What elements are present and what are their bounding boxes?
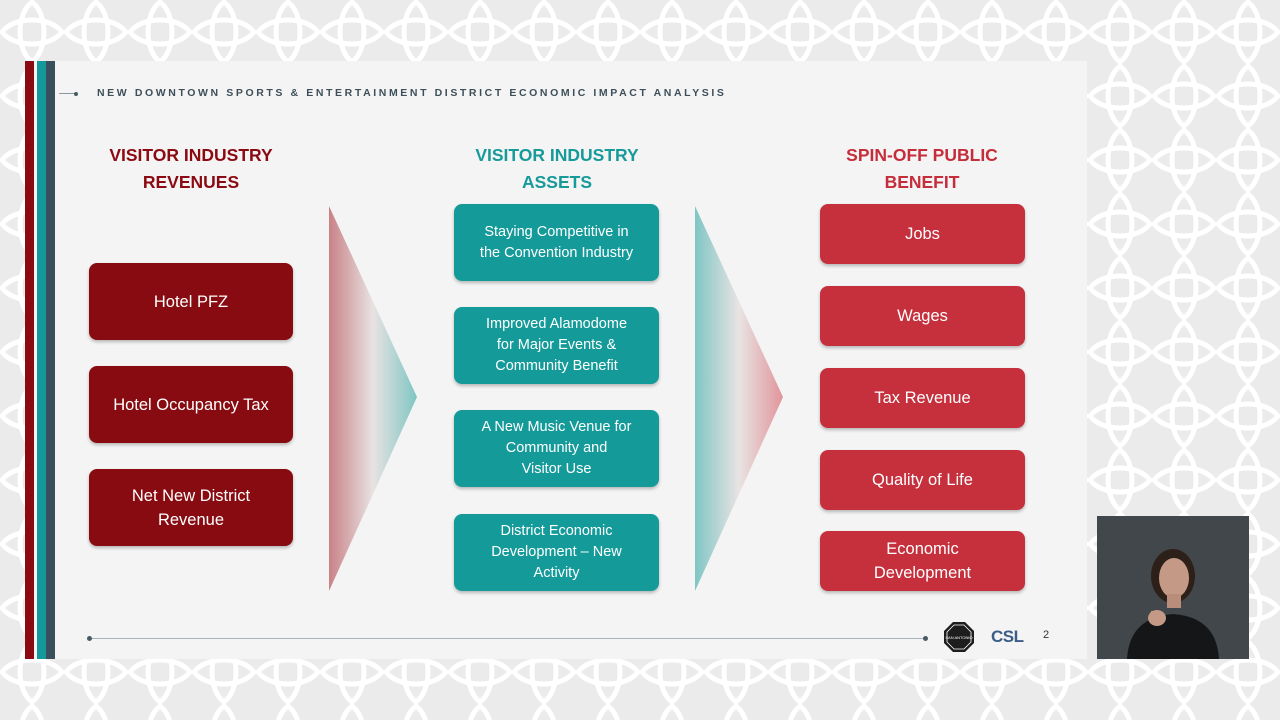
page-number: 2 (1043, 629, 1050, 641)
assets-title: VISITOR INDUSTRY ASSETS (437, 142, 677, 196)
revenue-box-text: Net New District (131, 486, 251, 505)
benefit-box-text: Wages (897, 307, 948, 325)
asset-box-district-development: District Economic Development – New Acti… (454, 514, 659, 591)
asset-box-music-venue: A New Music Venue for Community and Visi… (454, 410, 659, 487)
asset-box-text: Improved Alamodome (485, 316, 628, 332)
revenue-box-hotel-pfz: Hotel PFZ (89, 263, 293, 340)
presentation-slide: NEW DOWNTOWN SPORTS & ENTERTAINMENT DIST… (25, 61, 1087, 659)
benefit-title: SPIN-OFF PUBLIC BENEFIT (802, 142, 1042, 196)
revenues-title: VISITOR INDUSTRY REVENUES (71, 142, 311, 196)
flow-arrows (329, 206, 783, 591)
header-dot (74, 92, 78, 96)
benefit-title-line1: SPIN-OFF PUBLIC (846, 145, 998, 165)
chevron-right-gradient-icon (695, 206, 783, 591)
asset-box-text: Staying Competitive in (484, 223, 629, 240)
benefit-box-text: Economic (886, 540, 959, 558)
accent-stripe-red (25, 61, 34, 659)
footer-dot-left (87, 636, 92, 641)
revenue-box-text: Hotel PFZ (153, 292, 229, 311)
accent-stripe-slate (46, 61, 55, 659)
benefit-box-text: Tax Revenue (874, 389, 971, 407)
asset-box-staying-competitive: Staying Competitive in the Convention In… (454, 204, 659, 281)
asset-box-improved-alamodome: Improved Alamodome for Major Events & Co… (454, 307, 659, 384)
asset-box-text: Community Benefit (495, 358, 618, 374)
benefit-box-tax-revenue: Tax Revenue (820, 368, 1025, 428)
revenue-box-net-new-district: Net New District Revenue (89, 469, 293, 546)
revenues-title-line1: VISITOR INDUSTRY (109, 145, 273, 165)
benefit-box-text: Quality of Life (872, 471, 973, 489)
accent-stripe-gap (34, 61, 37, 659)
asset-box-text: for Major Events & (496, 337, 617, 353)
chevron-right-gradient-icon (329, 206, 417, 591)
benefit-title-line2: BENEFIT (884, 172, 960, 192)
logo-seal-text: SAN ANTONIO (945, 635, 972, 640)
benefit-box-wages: Wages (820, 286, 1025, 346)
benefit-box-economic-development: Economic Development (820, 531, 1025, 591)
asset-box-text: District Economic (500, 523, 613, 539)
interpreter-figure (1097, 516, 1249, 659)
revenue-box-hotel-occupancy-tax: Hotel Occupancy Tax (89, 366, 293, 443)
asset-box-text: Visitor Use (521, 461, 592, 477)
benefit-box-jobs: Jobs (820, 204, 1025, 264)
slide-header-title: NEW DOWNTOWN SPORTS & ENTERTAINMENT DIST… (97, 87, 727, 99)
asset-box-text: A New Music Venue for (481, 419, 632, 435)
asset-box-text: Development – New (491, 544, 622, 560)
csl-logo: CSL (991, 627, 1024, 646)
asset-box-text: Activity (533, 565, 580, 581)
assets-title-line1: VISITOR INDUSTRY (475, 145, 639, 165)
footer-line (89, 638, 927, 639)
revenue-box-text: Hotel Occupancy Tax (113, 395, 269, 414)
interpreter-video (1097, 516, 1249, 659)
octagon-seal-icon: SAN ANTONIO (944, 622, 974, 652)
asset-box-text: Community and (505, 440, 608, 456)
assets-title-line2: ASSETS (521, 172, 593, 192)
footer-dot-right (923, 636, 928, 641)
asset-box-text: the Convention Industry (479, 244, 634, 261)
benefit-box-text: Development (873, 564, 972, 582)
revenues-title-line2: REVENUES (142, 172, 240, 192)
accent-stripe-teal (37, 61, 46, 659)
benefit-box-text: Jobs (905, 225, 940, 243)
revenue-box-text: Revenue (157, 510, 225, 529)
header-line (59, 93, 76, 94)
benefit-box-quality-of-life: Quality of Life (820, 450, 1025, 510)
